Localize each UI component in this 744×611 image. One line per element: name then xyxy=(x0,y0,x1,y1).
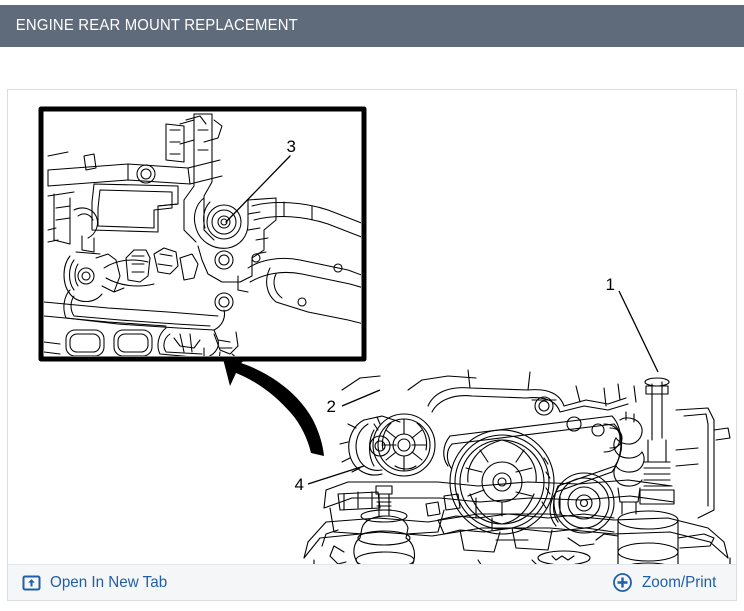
illustration-action-bar: Open In New Tab Zoom/Print xyxy=(8,564,736,600)
detail-callout-arrow xyxy=(221,351,324,456)
open-in-new-tab-button[interactable]: Open In New Tab xyxy=(22,573,173,592)
callout-number-1: 1 xyxy=(606,275,615,294)
callout-number-2: 2 xyxy=(327,397,336,416)
plus-circle-icon xyxy=(612,572,633,593)
page-title: ENGINE REAR MOUNT REPLACEMENT xyxy=(15,17,298,34)
main-engine-view xyxy=(303,369,731,564)
service-illustration: 1 2 3 4 xyxy=(38,106,731,564)
callout-number-3: 3 xyxy=(287,137,296,156)
external-link-icon xyxy=(22,573,41,592)
subframe-detail-inset xyxy=(38,106,367,362)
zoom-print-button[interactable]: Zoom/Print xyxy=(612,572,720,593)
illustration-panel: 1 2 3 4 Open In New Tab xyxy=(7,89,737,601)
callout-number-4: 4 xyxy=(295,475,304,494)
callout-leader-4 xyxy=(307,465,365,485)
zoom-print-label: Zoom/Print xyxy=(641,573,717,591)
callout-leader-1 xyxy=(618,290,659,373)
page-title-bar: ENGINE REAR MOUNT REPLACEMENT xyxy=(0,5,744,47)
illustration-viewport[interactable]: 1 2 3 4 xyxy=(8,90,736,564)
callout-leader-2 xyxy=(341,389,381,407)
open-in-new-tab-label: Open In New Tab xyxy=(50,573,168,591)
